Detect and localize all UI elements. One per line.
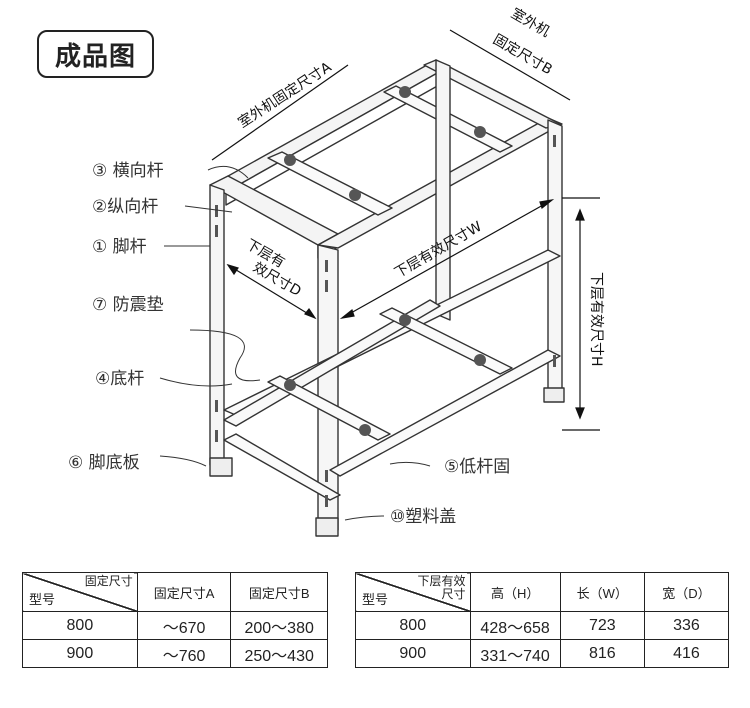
table1-diag-top: 固定尺寸 [84,574,133,588]
table2-header-d: 宽（D） [643,572,730,612]
table1-cell: ～670 [136,611,232,640]
lower-frame [223,249,561,501]
table1-cell: 800 [22,611,138,640]
table2-cell: 800 [355,611,471,640]
table2-header-w: 长（W） [559,572,645,612]
label-longbar: ②纵向杆 [92,197,158,217]
fixed-size-table: 固定尺寸 型号 固定尺寸A 固定尺寸B 800 ～670 200～380 900… [22,572,328,668]
label-footplate: ⑥ 脚底板 [68,453,140,473]
label-cap: ⑩塑料盖 [390,507,456,527]
dim-w-line [341,199,553,319]
dim-h-label: 下层有效尺寸H [588,272,604,367]
dim-d-line [227,264,316,319]
table2-diag-top-line1: 下层有效 [417,574,466,588]
dim-a-line [211,64,349,161]
table-row: 800 428～658 723 336 [355,611,730,640]
table2-diag-header: 下层有效 尺寸 型号 [355,572,471,612]
dim-b-label-1: 室外机 [508,5,553,41]
dim-a-label: 室外机固定尺寸A [235,58,335,131]
page-title: 成品图 [37,30,154,78]
foot-plates [209,387,565,537]
dim-b-line [449,29,571,101]
upper-frame [209,59,563,259]
label-leg: ① 脚杆 [92,237,147,257]
table-row: 900 ～760 250～430 [22,639,328,668]
legs [209,59,563,531]
table1-cell: 250～430 [230,639,328,668]
table2-cell: 428～658 [469,611,561,640]
label-lowfix: ⑤低杆固 [444,457,510,477]
table2-header-h: 高（H） [469,572,561,612]
table1-diag-bottom: 型号 [29,592,56,607]
table1-cell: ～760 [136,639,232,668]
table2-diag-bottom: 型号 [362,592,389,607]
table-row: 800 ～670 200～380 [22,611,328,640]
table1-cell: 900 [22,639,138,668]
table2-cell: 900 [355,639,471,668]
table-row: 900 331～740 816 416 [355,639,730,668]
table1-cell: 200～380 [230,611,328,640]
table2-cell: 416 [643,639,730,668]
table2-diag-top: 下层有效 尺寸 [418,575,466,601]
label-crossbar: ③ 横向杆 [92,161,164,181]
rack-diagram: ③ 横向杆 ②纵向杆 ① 脚杆 ⑦ 防震垫 ④底杆 ⑥ 脚底板 ⑤低杆固 ⑩塑料… [68,5,604,537]
table1-header-b: 固定尺寸B [230,572,328,612]
table2-diag-top-line2: 尺寸 [441,587,466,601]
table1-diag-header: 固定尺寸 型号 [22,572,138,612]
label-bottombar: ④底杆 [95,369,144,389]
table2-cell: 816 [559,639,645,668]
table2-cell: 336 [643,611,730,640]
table1-header-a: 固定尺寸A [136,572,232,612]
effective-size-table: 下层有效 尺寸 型号 高（H） 长（W） 宽（D） 800 428～658 72… [355,572,730,668]
label-pad: ⑦ 防震垫 [92,295,164,315]
table2-cell: 723 [559,611,645,640]
table2-cell: 331～740 [469,639,561,668]
